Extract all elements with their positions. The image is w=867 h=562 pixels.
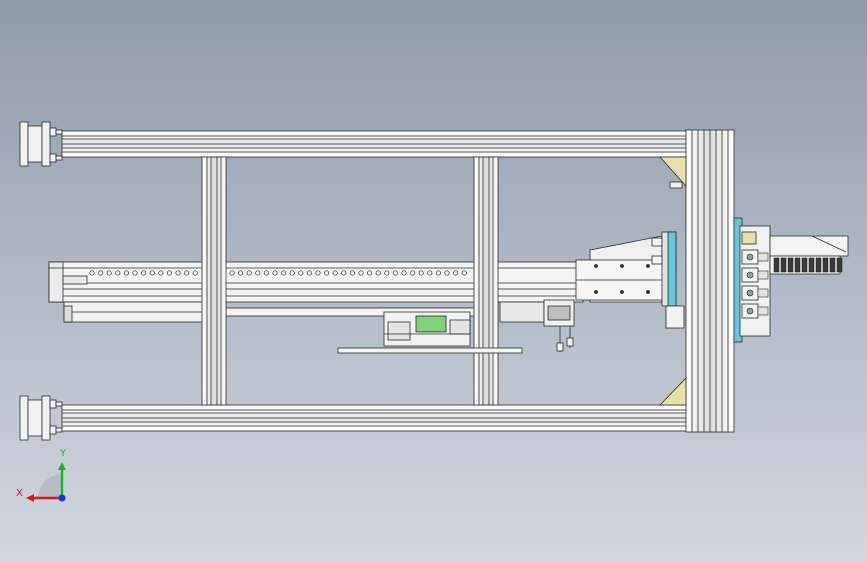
triad-x-label: X [16, 488, 23, 499]
chain-link [822, 257, 829, 273]
slider-block-assembly [337, 311, 523, 354]
chain-link [808, 257, 815, 273]
belt-hole [263, 270, 269, 276]
gripper-tab [757, 288, 769, 298]
belt-hole [132, 270, 138, 276]
gripper-stack [741, 249, 769, 319]
gripper-tab [757, 306, 769, 316]
top-extrusion-rail [61, 130, 688, 158]
belt-hole [192, 270, 198, 276]
belt-hole [229, 270, 235, 276]
belt-hole-row [89, 270, 467, 276]
belt-hole [367, 270, 373, 276]
vertical-post-left [201, 156, 227, 406]
left-end-cap-bottom [19, 395, 63, 441]
chain-link [829, 257, 836, 273]
belt-hole [435, 270, 441, 276]
belt-hole [298, 270, 304, 276]
belt-hole [98, 270, 104, 276]
belt-hole [158, 270, 164, 276]
chain-link [836, 257, 843, 273]
right-end-frame [685, 129, 735, 433]
gripper-bolt [746, 271, 754, 279]
carriage-mount-plate [575, 231, 685, 329]
belt-hole [324, 270, 330, 276]
belt-hole [306, 270, 312, 276]
belt-hole [453, 270, 459, 276]
belt-hole [461, 270, 467, 276]
belt-hole [246, 270, 252, 276]
triad-xy-plane-shading [38, 474, 62, 498]
belt-hole [149, 270, 155, 276]
belt-hole [384, 270, 390, 276]
belt-hole [401, 270, 407, 276]
corner-bracket-bottom [659, 377, 687, 406]
belt-hole [375, 270, 381, 276]
belt-hole [444, 270, 450, 276]
belt-hole [123, 270, 129, 276]
linear-axis-module [48, 261, 584, 303]
chain-link [794, 257, 801, 273]
belt-hole [184, 270, 190, 276]
belt-hole [392, 270, 398, 276]
coordinate-triad: X Y [16, 448, 67, 502]
chain-link [801, 257, 808, 273]
belt-hole [418, 270, 424, 276]
servo-motor [499, 299, 575, 352]
belt-hole [238, 270, 244, 276]
gripper-tab [757, 252, 769, 262]
triad-y-label: Y [59, 448, 67, 459]
chain-link [815, 257, 822, 273]
belt-hole [281, 270, 287, 276]
belt-hole [427, 270, 433, 276]
left-end-cap-top [19, 121, 63, 167]
gripper-bolt [746, 307, 754, 315]
belt-hole [175, 270, 181, 276]
triad-z-axis [58, 494, 66, 502]
triad-x-arrow [26, 494, 34, 502]
gripper-bolt [746, 289, 754, 297]
cable-chain-links [773, 257, 843, 273]
belt-hole [115, 270, 121, 276]
chain-link [787, 257, 794, 273]
belt-hole [315, 270, 321, 276]
belt-hole [289, 270, 295, 276]
belt-hole [410, 270, 416, 276]
belt-hole [166, 270, 172, 276]
chain-link [773, 257, 780, 273]
gripper-tab [757, 270, 769, 280]
bottom-extrusion-rail [61, 404, 688, 432]
belt-hole [255, 270, 261, 276]
belt-hole [272, 270, 278, 276]
belt-hole [349, 270, 355, 276]
belt-hole [141, 270, 147, 276]
corner-bracket-top [659, 156, 687, 189]
gripper-bolt [746, 253, 754, 261]
belt-hole [332, 270, 338, 276]
triad-y-arrow [58, 462, 66, 470]
vertical-post-right [473, 156, 499, 406]
belt-hole [89, 270, 95, 276]
belt-hole [358, 270, 364, 276]
chain-link [780, 257, 787, 273]
belt-hole [106, 270, 112, 276]
belt-hole [341, 270, 347, 276]
